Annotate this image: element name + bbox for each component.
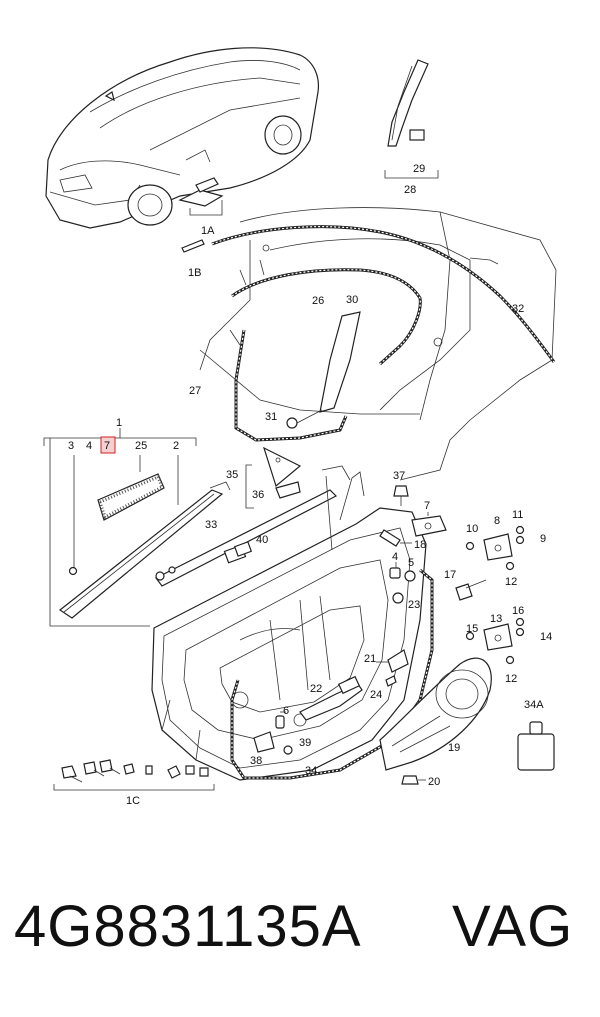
label-28: 28 — [404, 184, 416, 196]
label-25: 25 — [135, 440, 147, 452]
label-20: 20 — [428, 776, 440, 788]
screw-31 — [286, 409, 323, 429]
label-27: 27 — [189, 385, 201, 397]
bracket-35 — [245, 446, 302, 509]
label-1a: 1A — [201, 225, 215, 237]
label-17: 17 — [444, 569, 456, 581]
screw-39 — [283, 745, 293, 755]
group-1-bracket — [43, 428, 197, 627]
highlight-box-7 — [100, 436, 116, 454]
body-frame — [199, 207, 557, 481]
label-14: 14 — [540, 631, 552, 643]
label-12-lower: 12 — [505, 673, 517, 685]
label-32: 32 — [512, 303, 524, 315]
label-40: 40 — [256, 534, 268, 546]
label-19: 19 — [448, 742, 460, 754]
label-38: 38 — [250, 755, 262, 767]
label-13: 13 — [490, 613, 502, 625]
label-36: 36 — [252, 489, 264, 501]
label-16: 16 — [512, 605, 524, 617]
label-4b: 4 — [392, 551, 398, 563]
screw-20 — [401, 775, 426, 785]
window-channel-26 — [231, 268, 422, 366]
bracket-38 — [253, 731, 275, 753]
label-35: 35 — [226, 469, 238, 481]
bolt-6 — [275, 711, 286, 729]
label-39: 39 — [299, 737, 311, 749]
pin-18 — [379, 529, 412, 547]
pad-25 — [97, 473, 165, 521]
label-7: 7 — [424, 500, 430, 512]
label-12-upper: 12 — [505, 576, 517, 588]
label-9: 9 — [540, 533, 546, 545]
fasteners-1c — [53, 759, 215, 791]
lower-hinge — [465, 617, 525, 665]
door-shell — [151, 465, 427, 781]
label-18: 18 — [414, 539, 426, 551]
label-15: 15 — [466, 623, 478, 635]
bottle-34a — [517, 721, 555, 771]
trim-part-1b — [181, 239, 205, 253]
label-34: 34 — [305, 765, 317, 777]
window-sill-seal-2 — [58, 481, 231, 619]
label-1c: 1C — [126, 795, 140, 807]
bolt-4 — [389, 562, 401, 579]
label-5: 5 — [408, 557, 414, 569]
label-11: 11 — [512, 509, 523, 521]
label-1b: 1B — [188, 267, 201, 279]
label-33: 33 — [205, 519, 217, 531]
screw-24 — [385, 675, 397, 687]
car-illustration — [45, 47, 320, 229]
label-31: 31 — [265, 411, 277, 423]
window-strip-33 — [155, 489, 338, 587]
label-29: 29 — [413, 163, 425, 175]
label-4: 4 — [86, 440, 92, 452]
label-3: 3 — [68, 440, 74, 452]
trim-parts-1a — [178, 177, 224, 216]
pillar-trim-30 — [319, 311, 361, 413]
brand-name: VAG — [452, 894, 574, 959]
clip-3 — [68, 566, 78, 576]
label-24: 24 — [370, 689, 382, 701]
label-10: 10 — [466, 523, 478, 535]
handle-22 — [299, 675, 363, 721]
bolt-17 — [455, 579, 487, 601]
label-7-highlighted: 7 — [104, 440, 110, 452]
screw-23 — [392, 592, 404, 604]
label-37: 37 — [393, 470, 405, 482]
part-number: 4G8831135A — [14, 894, 362, 959]
parts-diagram: 1A 1B 29 28 26 30 32 27 31 — [43, 47, 557, 807]
speaker-cover-19 — [379, 657, 492, 771]
label-23: 23 — [408, 599, 420, 611]
label-2: 2 — [173, 440, 179, 452]
label-22: 22 — [310, 683, 322, 695]
label-34a: 34A — [524, 699, 544, 711]
label-6: 6 — [283, 705, 289, 717]
label-30: 30 — [346, 294, 358, 306]
label-21: 21 — [364, 653, 376, 665]
label-1: 1 — [116, 417, 122, 429]
pillar-trim-28 — [384, 59, 439, 179]
label-26: 26 — [312, 295, 324, 307]
label-8: 8 — [494, 515, 500, 527]
bolt-5 — [404, 570, 416, 582]
bracket-21 — [376, 649, 409, 673]
screw-37 — [393, 485, 409, 506]
upper-hinge — [465, 525, 525, 571]
module-7 — [411, 512, 447, 537]
